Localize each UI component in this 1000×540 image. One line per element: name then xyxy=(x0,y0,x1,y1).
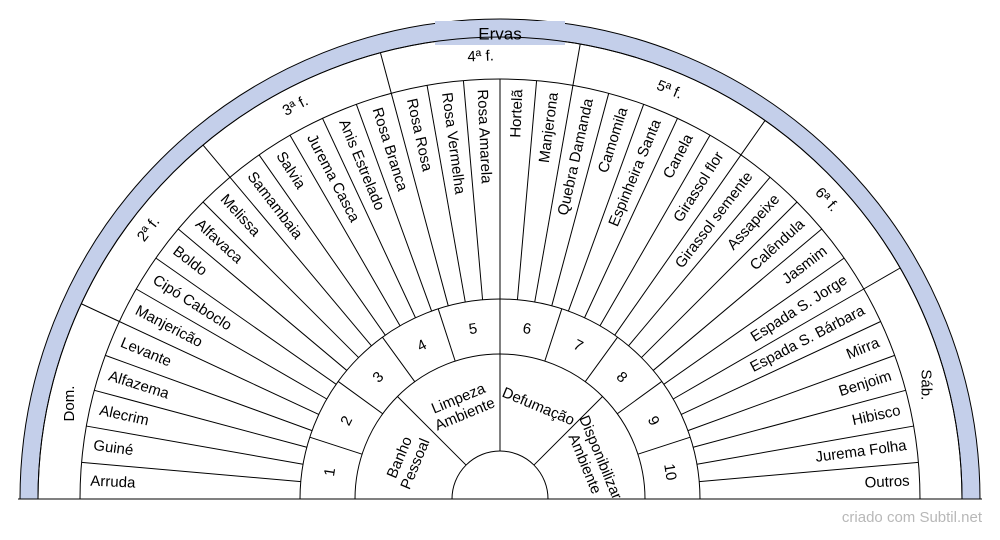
number-label: 2 xyxy=(337,413,356,428)
number-divider xyxy=(309,436,363,455)
herb-divider xyxy=(289,135,401,327)
number-label: 5 xyxy=(468,320,479,338)
number-divider xyxy=(544,308,563,362)
herb-label: Outros xyxy=(864,473,910,492)
footer-credit: criado com Subtil.net xyxy=(841,509,982,526)
herb-divider xyxy=(534,85,574,303)
herb-divider xyxy=(628,176,771,347)
herb-divider xyxy=(258,154,386,336)
herb-divider xyxy=(177,228,348,371)
herb-label: Rosa Vermelha xyxy=(438,91,468,196)
number-label: 7 xyxy=(571,336,586,355)
title-text: Ervas xyxy=(478,25,521,44)
herb-label: Levante xyxy=(118,334,174,370)
day-divider xyxy=(379,52,392,94)
day-label: 3ª f. xyxy=(280,92,311,119)
title-box xyxy=(435,21,565,45)
herb-divider xyxy=(105,354,313,432)
herb-label: Camomila xyxy=(595,105,632,175)
herb-divider xyxy=(390,93,449,306)
herb-divider xyxy=(551,93,610,306)
herb-label: Quebra Damanda xyxy=(555,96,598,217)
herb-divider xyxy=(355,104,433,312)
herb-divider xyxy=(567,104,645,312)
herb-divider xyxy=(693,389,906,448)
herb-divider xyxy=(322,118,416,318)
day-label: 6ª f. xyxy=(811,184,841,215)
number-label: 10 xyxy=(661,462,680,481)
day-divider xyxy=(202,144,231,178)
herb-divider xyxy=(81,461,301,483)
number-divider xyxy=(637,436,691,455)
herb-label: Melissa xyxy=(217,191,264,240)
number-label: 9 xyxy=(644,413,663,428)
herb-label: Alfazema xyxy=(106,368,171,403)
day-divider xyxy=(740,120,766,156)
herb-divider xyxy=(672,288,864,400)
day-label: 2ª f. xyxy=(134,214,164,245)
number-label: 3 xyxy=(369,368,387,386)
herb-divider xyxy=(155,257,337,385)
herb-divider xyxy=(462,80,484,300)
segment-lines xyxy=(18,36,982,500)
day-divider xyxy=(572,43,581,86)
category-divider xyxy=(533,396,603,466)
herb-divider xyxy=(94,389,307,448)
herb-label: Mirra xyxy=(844,334,883,363)
herb-label: Jasmim xyxy=(779,243,830,288)
herb-divider xyxy=(516,80,538,300)
herb-divider xyxy=(584,118,678,318)
herb-divider xyxy=(614,154,742,336)
day-label: Sáb. xyxy=(917,369,934,400)
number-divider xyxy=(337,381,383,415)
herb-divider xyxy=(86,425,304,465)
herb-label: Canela xyxy=(660,131,697,182)
herb-label: Rosa Amarela xyxy=(474,89,495,185)
day-label: Dom. xyxy=(61,386,78,422)
number-divider xyxy=(382,336,416,382)
inner-band-arc xyxy=(37,36,963,500)
herb-divider xyxy=(663,257,845,385)
herb-divider xyxy=(699,461,919,483)
category-label: BanhoPessoal xyxy=(381,429,433,491)
number-label: 8 xyxy=(613,368,631,386)
herb-label: Hortelã xyxy=(507,88,526,138)
herb-divider xyxy=(136,288,328,400)
herb-label: Hibisco xyxy=(850,402,902,429)
herb-divider xyxy=(687,354,895,432)
number-label: 1 xyxy=(321,467,339,478)
category-label: Defumação xyxy=(500,384,577,429)
herb-divider xyxy=(641,201,798,358)
herb-divider xyxy=(599,135,711,327)
category-label: LimpezaAmbiente xyxy=(426,378,498,434)
herb-divider xyxy=(119,321,319,415)
herb-divider xyxy=(696,425,914,465)
herb-label: Boldo xyxy=(170,243,211,280)
day-divider xyxy=(863,267,901,290)
herb-divider xyxy=(681,321,881,415)
herb-divider xyxy=(229,176,372,347)
day-divider xyxy=(81,303,120,322)
number-divider xyxy=(437,308,456,362)
herb-label: Arruda xyxy=(90,473,136,492)
herb-label: Benjoim xyxy=(837,368,894,401)
number-label: 6 xyxy=(522,320,533,338)
herb-divider xyxy=(202,201,359,358)
herb-divider xyxy=(652,228,823,371)
herb-divider xyxy=(426,85,466,303)
number-label: 4 xyxy=(414,336,429,355)
herb-label: Salvia xyxy=(273,149,310,193)
herb-label: Manjerona xyxy=(536,91,562,164)
herb-label: Alecrim xyxy=(98,402,151,429)
day-label: 4ª f. xyxy=(467,47,494,65)
number-divider xyxy=(617,381,663,415)
day-label: 5ª f. xyxy=(654,77,685,103)
number-divider xyxy=(584,336,618,382)
category-divider xyxy=(397,396,467,466)
herb-label: Guiné xyxy=(92,437,134,459)
center-hub xyxy=(451,450,549,500)
